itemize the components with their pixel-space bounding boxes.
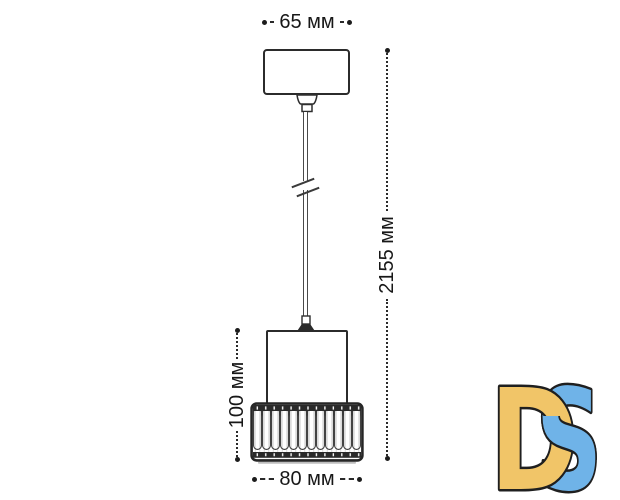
shade-shadow bbox=[258, 461, 356, 464]
canopy-cord-fitting bbox=[296, 94, 318, 113]
dimension-endpoint-dot bbox=[234, 328, 240, 333]
dimension-dotted-line bbox=[386, 298, 388, 456]
shade-bottom-ring bbox=[253, 452, 361, 458]
dimension-dash-line bbox=[270, 21, 275, 23]
dimension-endpoint-dot bbox=[252, 476, 257, 482]
dimension-label-shade-height: 100 мм bbox=[226, 361, 248, 429]
dimension-canopy-width: 65 мм bbox=[262, 9, 352, 35]
shade-top-ring bbox=[253, 405, 361, 411]
suspension-cable-upper bbox=[303, 112, 308, 181]
dimension-label-overall-height: 2155 мм bbox=[376, 215, 398, 294]
fitting-nut bbox=[301, 103, 313, 113]
dimension-dash-line bbox=[339, 478, 354, 480]
dimension-label-box: 100 мм bbox=[226, 359, 248, 431]
dimension-label-box: 2155 мм bbox=[376, 211, 398, 299]
dimension-endpoint-dot bbox=[384, 48, 390, 53]
dimension-dotted-line bbox=[236, 431, 238, 457]
dimension-dash-line bbox=[260, 478, 275, 480]
fitting-cup bbox=[296, 94, 318, 105]
lamp-cord-fitting bbox=[297, 315, 315, 331]
dimension-dash-line bbox=[339, 21, 344, 23]
fitting-cap bbox=[297, 324, 315, 331]
dimension-shade-height: 100 мм bbox=[226, 328, 248, 462]
logo-letter-s-back: S bbox=[536, 364, 602, 496]
dimension-endpoint-dot bbox=[384, 456, 390, 461]
shade-ribs bbox=[253, 411, 361, 452]
dimension-dotted-line bbox=[386, 53, 388, 211]
dimension-label-shade-width: 80 мм bbox=[279, 468, 335, 490]
suspension-cable-lower bbox=[303, 190, 308, 317]
dimension-shade-width: 80 мм bbox=[252, 468, 362, 490]
dimension-endpoint-dot bbox=[262, 19, 267, 25]
lamp-body-cylinder bbox=[266, 330, 348, 405]
dimension-endpoint-dot bbox=[234, 457, 240, 462]
cable-break-mark bbox=[296, 186, 320, 198]
logo-letter-s-front: S bbox=[536, 364, 602, 496]
dimension-dotted-line bbox=[236, 333, 238, 359]
lamp-ribbed-shade bbox=[250, 402, 364, 464]
dimension-overall-height: 2155 мм bbox=[376, 48, 398, 461]
fitting-nut bbox=[301, 315, 311, 325]
dimension-label-canopy-width: 65 мм bbox=[279, 11, 335, 33]
logo-letter-d: D bbox=[490, 364, 578, 496]
ceiling-canopy bbox=[263, 49, 350, 95]
dimension-endpoint-dot bbox=[347, 19, 352, 25]
ds-brand-logo: S D S bbox=[488, 364, 605, 496]
dimension-endpoint-dot bbox=[357, 476, 362, 482]
